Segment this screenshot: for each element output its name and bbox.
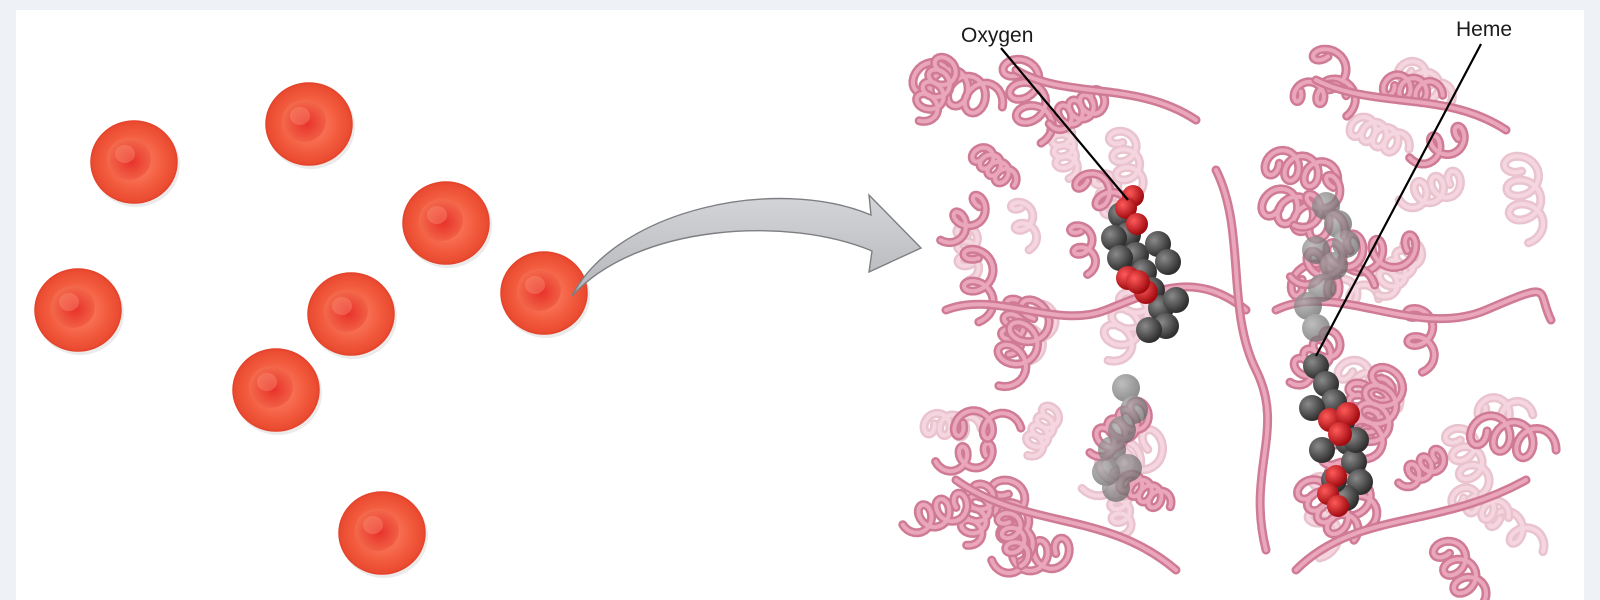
heme-pointer-line [1315, 43, 1482, 357]
red-blood-cell [402, 181, 492, 268]
red-blood-cell [265, 82, 355, 169]
red-blood-cell [500, 251, 590, 338]
red-blood-cell [338, 491, 428, 578]
heme-upper-left [1101, 202, 1189, 343]
oxygen-label: Oxygen [961, 24, 1034, 47]
oxygen-upper-left-a [1115, 185, 1148, 235]
heme-label: Heme [1456, 18, 1513, 41]
red-blood-cells [34, 82, 590, 578]
oxygen-pointer-line [1000, 47, 1129, 201]
heme-lower-left [1092, 374, 1148, 502]
hemoglobin-protein [898, 44, 1561, 600]
red-blood-cell [232, 348, 322, 435]
oxygen-lower-right-a [1318, 402, 1360, 446]
heme-groups [1092, 185, 1373, 517]
heme-upper-right [1294, 192, 1360, 342]
oxygen-lower-right-b [1317, 465, 1349, 517]
red-blood-cell [34, 268, 124, 355]
red-blood-cell [307, 272, 397, 359]
red-blood-cell [90, 120, 180, 207]
diagram-canvas: Oxygen Heme [16, 10, 1584, 600]
hemoglobin-figure [34, 43, 1561, 600]
curved-arrow [571, 193, 923, 297]
oxygen-upper-left-b [1116, 266, 1158, 304]
